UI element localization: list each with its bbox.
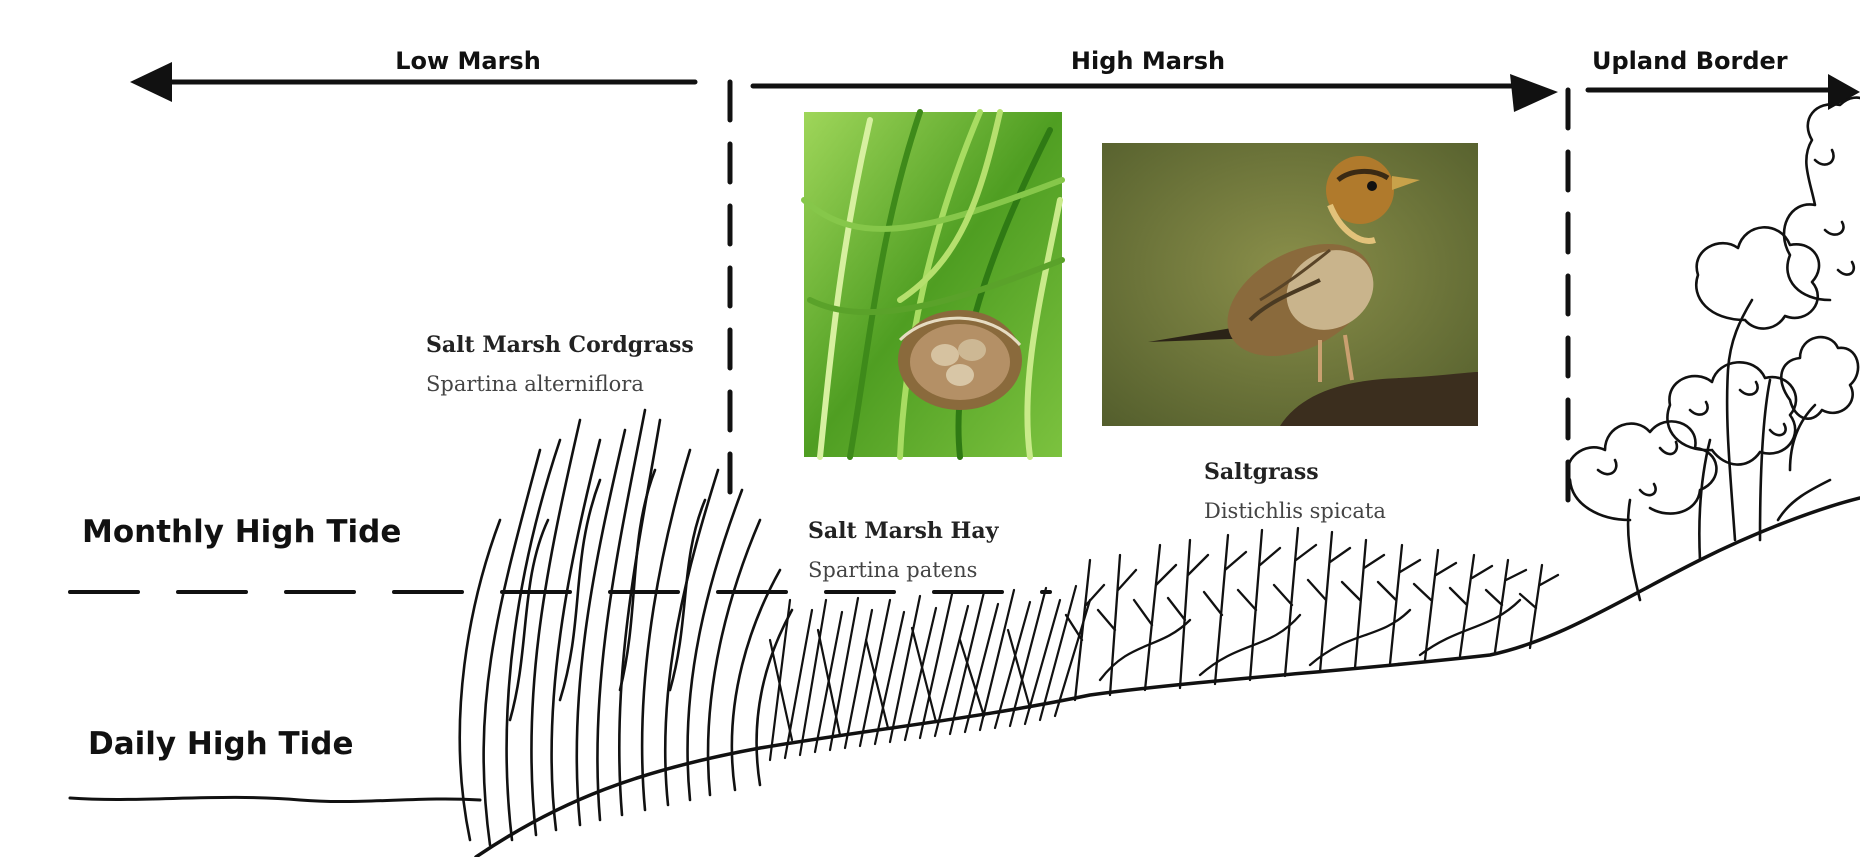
nest-photo	[804, 112, 1062, 457]
saltgrass-common-name: Saltgrass	[1204, 459, 1319, 485]
salt-marsh-hay-drawing	[770, 586, 1090, 760]
upland-border-arrow	[1588, 74, 1860, 110]
ground-profile	[476, 498, 1860, 857]
cordgrass-common-name: Salt Marsh Cordgrass	[426, 332, 694, 358]
monthly-high-tide-label: Monthly High Tide	[82, 514, 401, 550]
low-marsh-label: Low Marsh	[395, 47, 541, 75]
high-marsh-arrow	[753, 74, 1558, 112]
hay-latin-name: Spartina patens	[808, 558, 977, 582]
daily-high-tide-label: Daily High Tide	[88, 726, 354, 762]
saltgrass-drawing	[1066, 528, 1558, 700]
sparrow-photo	[1102, 143, 1478, 426]
upland-border-label: Upland Border	[1592, 47, 1788, 75]
upland-shrubs-drawing	[1568, 98, 1860, 600]
high-marsh-label: High Marsh	[1071, 47, 1225, 75]
cordgrass-drawing	[460, 410, 792, 845]
daily-high-tide-line	[70, 797, 480, 801]
saltgrass-latin-name: Distichlis spicata	[1204, 499, 1386, 523]
hay-common-name: Salt Marsh Hay	[808, 518, 1000, 544]
cordgrass-latin-name: Spartina alterniflora	[426, 372, 644, 396]
